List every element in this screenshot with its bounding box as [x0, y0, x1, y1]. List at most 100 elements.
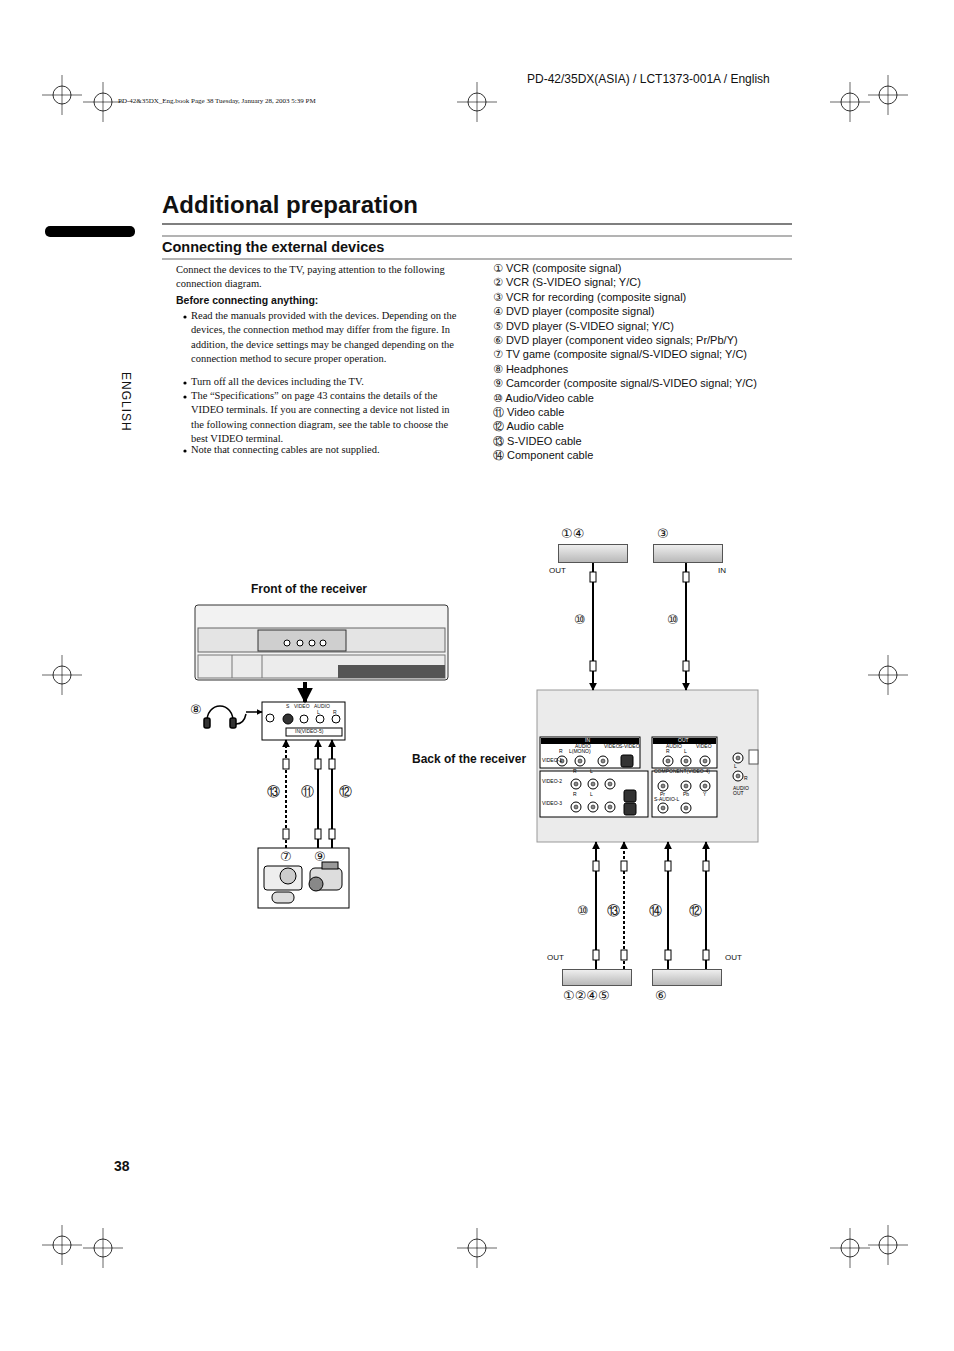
node-text: S: [286, 704, 289, 710]
plug-stroke: [593, 861, 599, 871]
bullet: [183, 449, 186, 452]
label-text: COMPONENT(VIDEO-4): [654, 769, 710, 774]
plug-stroke: [665, 950, 671, 960]
jack: [588, 802, 598, 812]
device-box: ③IN: [653, 544, 723, 563]
label-text: ③ VCR for recording (composite signal): [493, 291, 686, 305]
jack: [733, 753, 743, 763]
node-text: ①②④⑤: [563, 989, 610, 1003]
plug-stroke: [621, 861, 627, 871]
label-text: 38: [114, 1158, 130, 1176]
plug-stroke: [283, 829, 289, 839]
plug-stroke: [590, 661, 596, 671]
label-text: VIDEO: [604, 744, 620, 749]
section-rule: [162, 236, 792, 237]
jack: [661, 784, 665, 788]
registration-mark: [103, 82, 104, 122]
plug-stroke: [621, 950, 627, 960]
jack: [658, 781, 668, 791]
edge-label: ⑬: [266, 784, 281, 800]
plug-stroke: [703, 861, 709, 871]
bullet: [183, 395, 186, 398]
label-text: AUDIO: [575, 744, 591, 749]
label-text: L: [684, 749, 687, 754]
label-text: The “Specifications” on page 43 contains…: [191, 389, 461, 446]
tab-bar: [45, 226, 135, 237]
label-text: L(MONO): [569, 749, 591, 754]
label-text: Connecting the external devices: [162, 238, 384, 256]
jack: [591, 805, 595, 809]
plug-stroke: [593, 950, 599, 960]
svideo-jack: [624, 803, 636, 815]
jack: [703, 784, 707, 788]
label-text: Note that connecting cables are not supp…: [191, 443, 461, 457]
equipment-outline: ⑧: [203, 700, 246, 730]
headphones-drawing: [204, 706, 246, 728]
node-text: OUT: [547, 954, 564, 963]
jack: [601, 759, 605, 763]
label-text: ⑧ Headphones: [493, 363, 568, 377]
cable-connector: [246, 711, 262, 713]
equipment-outline: ⑦⑨: [258, 848, 349, 908]
label-text: ⑦ TV game (composite signal/S-VIDEO sign…: [493, 348, 747, 362]
plug-stroke: [329, 829, 335, 839]
svideo-jack: [621, 755, 633, 767]
game-camcorder-drawing: [258, 848, 349, 908]
plug-stroke: [665, 861, 671, 871]
label-text: ⑪ Video cable: [493, 406, 564, 420]
bullet: [183, 381, 186, 384]
label-text: AUDIO OUT: [733, 786, 759, 797]
label-text: R: [573, 792, 577, 797]
jack: [605, 802, 615, 812]
device-box: ①④OUT: [558, 544, 628, 563]
equipment-outline: Back of the receiver: [537, 690, 758, 842]
front-jack-panel-drawing: [262, 702, 345, 740]
node-text: ①④: [561, 527, 584, 541]
node-text: ⑦: [280, 850, 292, 864]
node-text: IN(VIDEO-5): [295, 729, 323, 735]
label-text: ② VCR (S-VIDEO signal; Y/C): [493, 276, 641, 290]
label-text: R: [573, 769, 577, 774]
plug-stroke: [683, 572, 689, 582]
plug-stroke: [329, 759, 335, 769]
label-text: Connect the devices to the TV, paying at…: [176, 263, 459, 292]
jack: [663, 756, 673, 766]
node-text: VIDEO: [294, 704, 310, 710]
edge-label: ⑪: [300, 784, 315, 800]
plug-stroke: [590, 572, 596, 582]
label-text: VIDEO-2: [542, 779, 562, 784]
label-text: Read the manuals provided with the devic…: [191, 309, 461, 366]
label-text: ④ DVD player (composite signal): [493, 305, 654, 319]
registration-mark: [62, 1225, 63, 1265]
label-text: ⑥ DVD player (component video signals; P…: [493, 334, 738, 348]
edge-label: ⑭: [648, 903, 663, 919]
jack: [681, 803, 691, 813]
node-text: Back of the receiver: [412, 753, 526, 766]
label-text: L: [590, 769, 593, 774]
cable-connector: [303, 682, 307, 702]
plug-stroke: [315, 829, 321, 839]
node-text: OUT: [725, 954, 742, 963]
plug-stroke: [315, 759, 321, 769]
label-text: ⑩ Audio/Video cable: [493, 392, 594, 406]
equipment-outline: SVIDEOAUDIOLRIN(VIDEO-5): [262, 702, 345, 740]
registration-mark: [888, 75, 889, 115]
edge-label: ⑩: [666, 612, 680, 628]
registration-mark: [850, 1228, 851, 1268]
label-text: PD-42&35DX_Eng.book Page 38 Tuesday, Jan…: [118, 97, 316, 106]
edge-label: ⑬: [606, 903, 621, 919]
device-box: OUT⑥: [652, 969, 722, 986]
label-text: Pb: [683, 792, 689, 797]
label-text: OUT: [678, 738, 689, 743]
label-text: ENGLISH: [118, 372, 133, 432]
page-title: Additional preparation: [162, 190, 418, 220]
registration-mark: [888, 655, 889, 695]
label-text: VIDEO-3: [542, 801, 562, 806]
label-text: L: [590, 792, 593, 797]
registration-mark: [477, 82, 478, 122]
label-text: ⑬ S-VIDEO cable: [493, 435, 582, 449]
svideo-jack: [624, 790, 636, 802]
node-text: L: [317, 710, 320, 716]
